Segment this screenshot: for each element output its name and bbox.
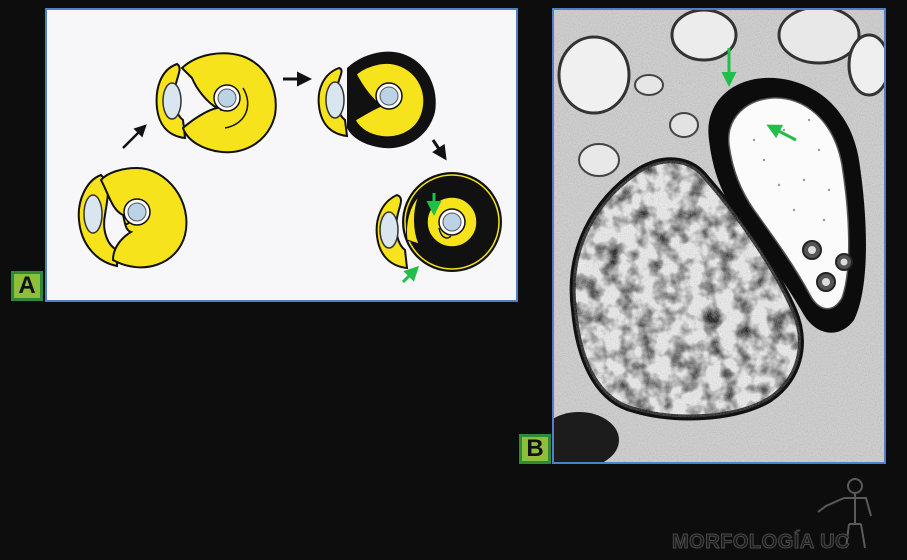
stage-2-schwann-cell: [155, 52, 277, 154]
stage-1-schwann-cell: [77, 166, 188, 269]
electron-micrograph: [554, 10, 884, 462]
myelinated-axon: [708, 77, 866, 333]
human-figure-icon: [817, 478, 872, 549]
stage-4-myelinated-axon: [375, 172, 502, 272]
arrow-stage-3-to-4: [431, 139, 447, 161]
arrow-stage-1-to-2: [122, 124, 147, 149]
myelination-diagram: [77, 51, 502, 284]
panel-label-a: A: [11, 271, 43, 301]
logo-text: MORFOLOGÍA UC: [672, 531, 850, 554]
surrounding-cells: [554, 10, 884, 462]
stage-3-schwann-cell: [317, 51, 436, 149]
panel-a-myelination-diagram: [45, 8, 518, 302]
panel-label-b: B: [519, 434, 551, 464]
green-arrow-outer-mesaxon: [401, 265, 420, 284]
panel-b-electron-micrograph: [552, 8, 886, 464]
green-arrow-inner-mesaxon-em: [766, 124, 797, 142]
